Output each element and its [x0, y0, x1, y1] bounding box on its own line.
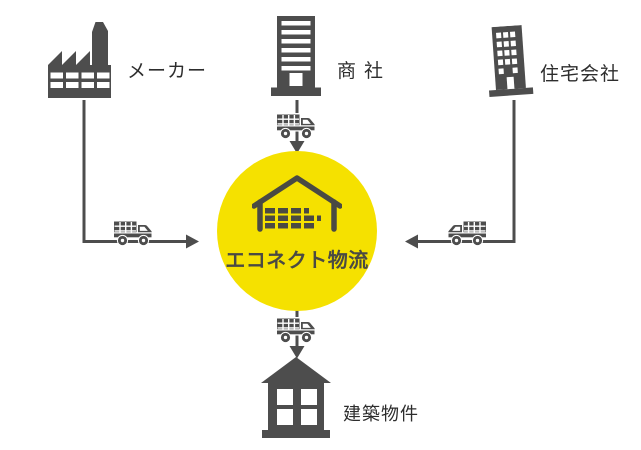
housing-company-label: 住宅会社	[540, 63, 621, 85]
hub-circle: エコネクト物流	[217, 151, 377, 311]
factory-icon	[48, 22, 111, 98]
office-building-icon	[271, 16, 321, 96]
warehouse-icon	[252, 175, 342, 232]
connector-manufacturer	[82, 100, 188, 243]
trading-company-label: 商 社	[337, 60, 385, 82]
arrow-down-bottom-icon	[289, 346, 305, 359]
tower-building-icon	[489, 25, 534, 97]
arrow-left-icon	[405, 234, 418, 249]
arrow-down-top-icon	[289, 141, 305, 154]
arrow-right-icon	[186, 234, 199, 249]
house-icon	[261, 357, 331, 438]
hub-label: エコネクト物流	[225, 248, 369, 272]
construction-site-label: 建築物件	[343, 404, 419, 425]
connector-housing	[416, 100, 516, 243]
manufacturer-label: メーカー	[127, 60, 208, 82]
